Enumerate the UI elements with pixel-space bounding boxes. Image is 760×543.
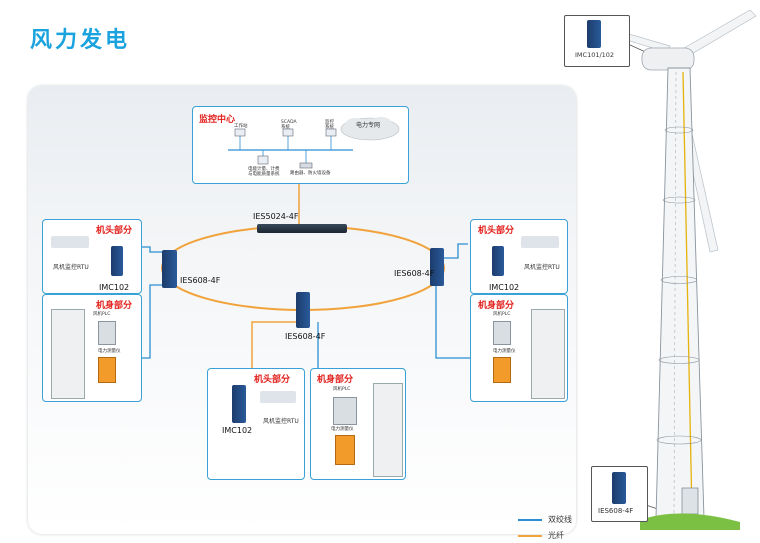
left-meter-icon: [98, 357, 116, 383]
tower-bottom-switch-icon: [612, 472, 626, 504]
tp-left-body: [142, 284, 166, 359]
tower-top-imc-icon: [587, 20, 601, 48]
workstation-label: 工作站: [234, 124, 248, 129]
core-switch-icon: [257, 224, 347, 233]
bottom-nacelle-title: 机头部分: [254, 375, 291, 385]
tower-bottom-switch-label: IES608-4F: [598, 507, 634, 515]
bottom-body-title: 机身部分: [317, 375, 354, 385]
right-plc-label: 风机PLC: [493, 312, 511, 317]
left-switch-icon: [162, 250, 177, 288]
fiber-bottom-left: [251, 321, 296, 368]
core-switch-label: IES5024-4F: [253, 212, 299, 221]
bottom-plc-icon: [333, 397, 357, 425]
right-meter-icon: [493, 357, 511, 383]
bottom-nacelle-box: 机头部分 风机监控RTU IMC102: [207, 368, 305, 480]
scada-label: SCADA 系统: [281, 120, 297, 130]
left-nacelle-box: 机头部分 风机监控RTU IMC102: [42, 219, 142, 294]
bottom-rtu-label: 风机监控RTU: [263, 418, 299, 425]
legend-twisted-pair-label: 双绞线: [548, 515, 572, 524]
wind-turbine-illustration: [619, 10, 757, 530]
monitor-center-box: 监控中心 工作站 SCADA 系统 监控 系统 电能计量、计费 与电能质量系统 …: [192, 106, 409, 184]
right-nacelle-title: 机头部分: [478, 226, 515, 236]
tower-section-image: [51, 309, 85, 399]
left-rtu-label: 风机监控RTU: [53, 264, 89, 271]
left-plc-icon: [98, 321, 116, 345]
legend-fiber-line: [518, 535, 542, 537]
metering-label: 电能计量、计费 与电能质量系统: [248, 167, 280, 177]
monitor-center-title: 监控中心: [199, 115, 236, 125]
left-imc-icon: [111, 246, 123, 276]
left-imc-label: IMC102: [99, 283, 130, 292]
right-nacelle-image: [521, 236, 559, 248]
tower-bottom-callout: IES608-4F: [591, 466, 648, 522]
left-body-box: 机身部分 风机PLC 电力测量仪: [42, 294, 142, 402]
tower-top-callout: IMC101/102: [564, 15, 630, 67]
nacelle-image: [51, 236, 89, 248]
right-meter-label: 电力测量仪: [493, 349, 516, 354]
right-tower-section-image: [531, 309, 565, 399]
right-switch-icon: [430, 248, 444, 286]
legend-twisted-pair-line: [518, 519, 542, 521]
bottom-meter-icon: [335, 435, 355, 465]
right-switch-label: IES608-4F: [394, 269, 435, 278]
left-plc-label: 风机PLC: [93, 312, 111, 317]
page-title: 风力发电: [30, 28, 131, 53]
right-imc-icon: [492, 246, 504, 276]
left-switch-label: IES608-4F: [180, 276, 221, 285]
bottom-switch-icon: [296, 292, 310, 328]
bottom-imc-icon: [232, 385, 246, 423]
left-nacelle-title: 机头部分: [96, 226, 133, 236]
bottom-meter-label: 电力测量仪: [331, 427, 354, 432]
right-body-title: 机身部分: [478, 301, 515, 311]
bottom-body-box: 机身部分 风机PLC 电力测量仪: [310, 368, 406, 480]
right-body-box: 机身部分 风机PLC 电力测量仪: [470, 294, 568, 402]
bottom-imc-label: IMC102: [222, 426, 253, 435]
left-meter-label: 电力测量仪: [98, 349, 121, 354]
bottom-tower-section-image: [373, 383, 403, 477]
tp-right-body: [435, 284, 470, 359]
router-label: 路由器、防火墙设备: [290, 171, 331, 176]
right-imc-label: IMC102: [489, 283, 520, 292]
right-rtu-label: 风机监控RTU: [524, 264, 560, 271]
bottom-switch-label: IES608-4F: [285, 332, 326, 341]
tp-right-nacelle: [444, 243, 468, 259]
right-plc-icon: [493, 321, 511, 345]
monitor-center-network: [228, 128, 353, 169]
right-nacelle-box: 机头部分 风机监控RTU IMC102: [470, 219, 568, 294]
power-net-label: 电力专网: [356, 122, 381, 129]
left-body-title: 机身部分: [96, 301, 133, 311]
power-net-cloud-icon: [340, 117, 400, 141]
tp-left-nacelle: [142, 246, 166, 253]
monitor-system-label: 监控 系统: [325, 120, 334, 130]
legend-fiber-label: 光纤: [548, 531, 564, 540]
bottom-plc-label: 风机PLC: [333, 387, 351, 392]
tower-top-imc-label: IMC101/102: [575, 51, 615, 59]
bottom-nacelle-image: [260, 391, 296, 403]
